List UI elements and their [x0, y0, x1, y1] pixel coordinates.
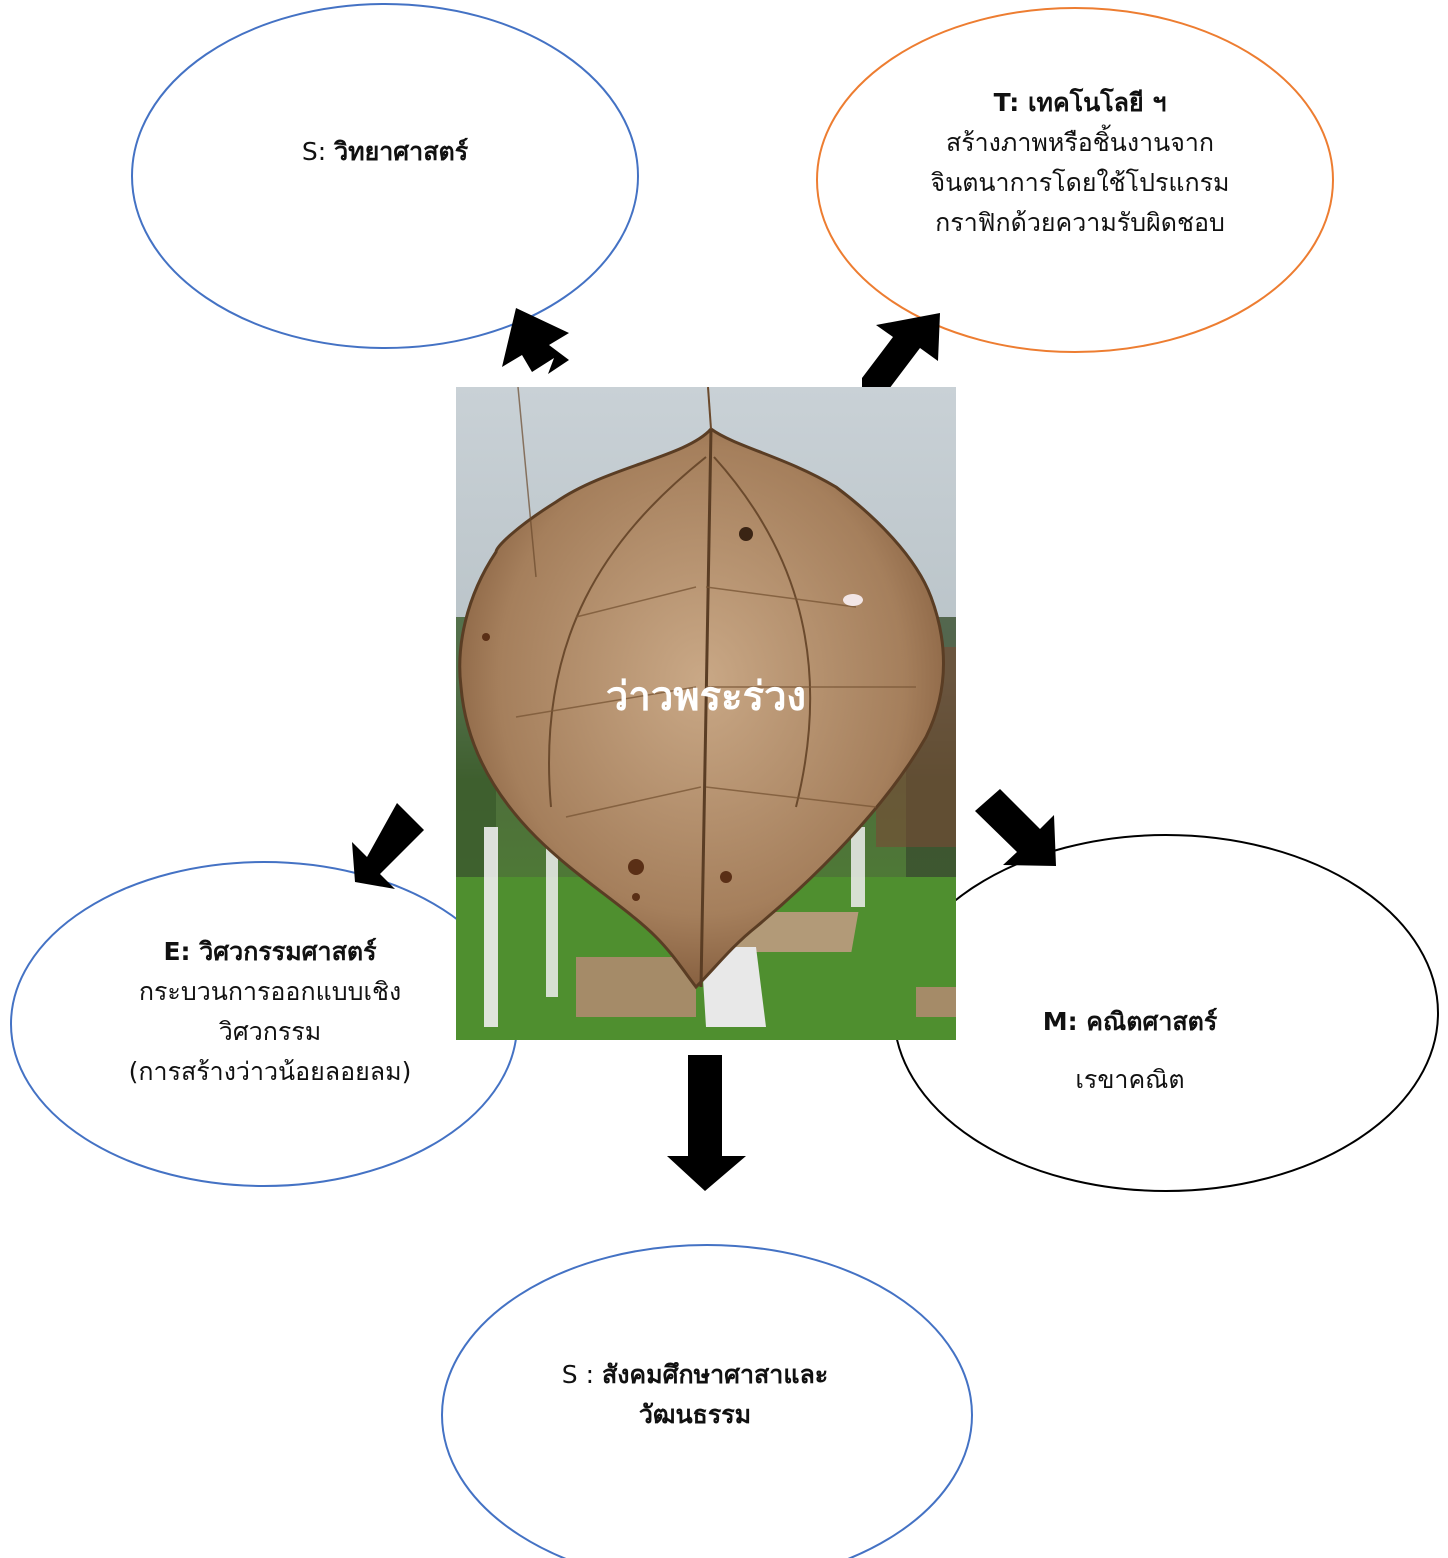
arrow-to-social [667, 1055, 746, 1191]
mathematics-title: M: คณิตศาสตร์ [1042, 1007, 1218, 1036]
social-node: S : สังคมศึกษาศาสาและ วัฒนธรรม [495, 1355, 895, 1435]
engineering-line-2: วิศวกรรม [218, 1017, 322, 1046]
science-prefix: S: [301, 137, 335, 166]
arrow-to-technology [862, 313, 940, 389]
arrow-to-science [502, 308, 569, 374]
engineering-line-3: (การสร้างว่าวน้อยลอยลม) [128, 1057, 412, 1086]
social-title-text-1: สังคมศึกษาศาสาและ [601, 1360, 829, 1389]
center-photo: ว่าวพระร่วง [456, 387, 956, 1040]
science-title-text: วิทยาศาสตร์ [334, 137, 469, 166]
center-title: ว่าวพระร่วง [605, 674, 807, 720]
technology-node: T: เทคโนโลยี ฯ สร้างภาพหรือชิ้นงานจาก จิ… [870, 83, 1290, 243]
mathematics-line-1: เรขาคณิต [1075, 1065, 1185, 1094]
social-ellipse [441, 1244, 973, 1558]
engineering-line-1: กระบวนการออกแบบเชิง [138, 977, 402, 1006]
engineering-title: E: วิศวกรรมศาสตร์ [163, 937, 377, 966]
technology-line-3: กราฟิกด้วยความรับผิดชอบ [935, 208, 1225, 237]
social-title-line-1: S : สังคมศึกษาศาสาและ [495, 1355, 895, 1395]
technology-ellipse [816, 7, 1334, 353]
engineering-node: E: วิศวกรรมศาสตร์ กระบวนการออกแบบเชิง วิ… [60, 932, 480, 1092]
mathematics-node: M: คณิตศาสตร์ เรขาคณิต [965, 1002, 1295, 1100]
science-title: S: วิทยาศาสตร์ [302, 137, 468, 166]
technology-line-2: จินตนาการโดยใช้โปรแกรม [930, 168, 1230, 197]
science-node: S: วิทยาศาสตร์ [185, 132, 585, 172]
leaf-photo-image [456, 387, 956, 1040]
technology-line-1: สร้างภาพหรือชิ้นงานจาก [945, 128, 1215, 157]
social-title-line-2: วัฒนธรรม [638, 1400, 752, 1429]
arrow-to-mathematics [975, 789, 1056, 866]
mathematics-spacer [965, 1042, 1295, 1060]
technology-title: T: เทคโนโลยี ฯ [993, 88, 1167, 117]
arrow-to-engineering [352, 803, 424, 889]
social-prefix: S : [561, 1360, 602, 1389]
science-ellipse [131, 3, 639, 349]
